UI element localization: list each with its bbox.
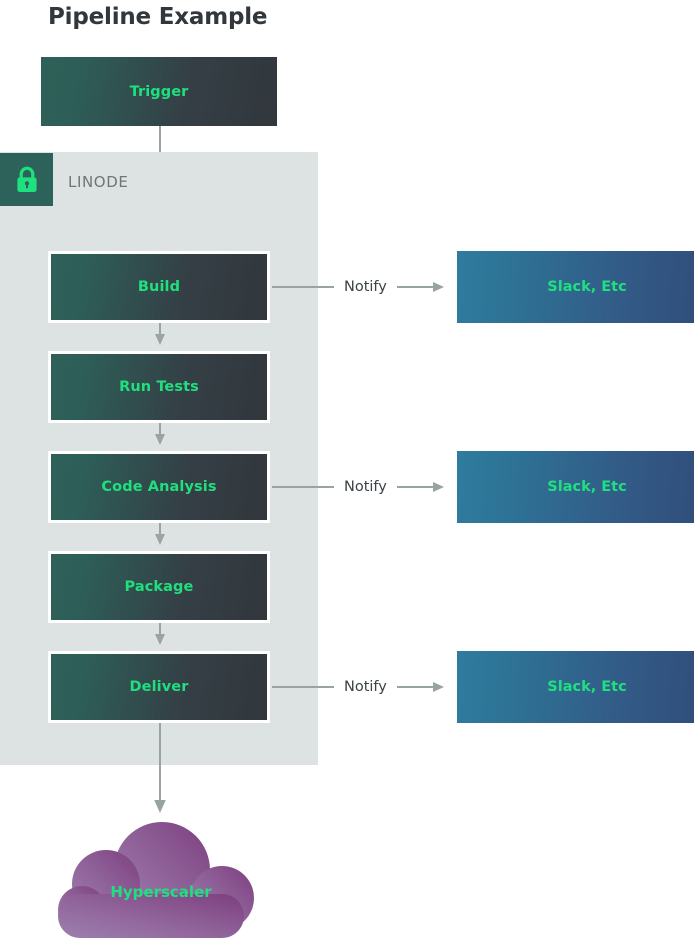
stage-box-deliver[interactable]: Deliver (48, 651, 270, 723)
stage-label-trigger: Trigger (129, 83, 189, 100)
connector-package-to-deliver (152, 623, 168, 647)
notify-target-label-3: Slack, Etc (547, 679, 627, 695)
notify-target-label-2: Slack, Etc (547, 479, 627, 495)
notify-target-box-3[interactable]: Slack, Etc (457, 651, 694, 723)
stage-box-code-analysis[interactable]: Code Analysis (48, 451, 270, 523)
notify-line-segment (272, 686, 334, 688)
lock-icon (0, 153, 53, 206)
stage-box-build[interactable]: Build (48, 251, 270, 323)
notify-line-segment (272, 486, 334, 488)
stage-box-package[interactable]: Package (48, 551, 270, 623)
notify-connector-code-analysis: Notify (272, 476, 445, 498)
notify-edge-label: Notify (344, 679, 387, 695)
stage-box-run-tests[interactable]: Run Tests (48, 351, 270, 423)
stage-label-run-tests: Run Tests (119, 379, 199, 395)
notify-edge-label: Notify (344, 279, 387, 295)
connector-build-to-run-tests (152, 323, 168, 347)
hyperscaler-cloud[interactable]: Hyperscaler (50, 822, 272, 944)
notify-edge-label: Notify (344, 479, 387, 495)
notify-connector-build: Notify (272, 276, 445, 298)
notify-arrow-icon (396, 682, 444, 692)
notify-target-box-1[interactable]: Slack, Etc (457, 251, 694, 323)
notify-line-segment (272, 286, 334, 288)
stage-label-code-analysis: Code Analysis (101, 479, 217, 495)
connector-deliver-to-hyperscaler (152, 723, 168, 815)
notify-arrow-icon (396, 282, 444, 292)
notify-connector-deliver: Notify (272, 676, 445, 698)
stage-label-build: Build (137, 279, 181, 295)
linode-zone-label: LINODE (68, 173, 129, 191)
stage-label-package: Package (124, 579, 194, 595)
notify-target-label-1: Slack, Etc (547, 279, 627, 295)
connector-run-tests-to-code-analysis (152, 423, 168, 447)
notify-target-box-2[interactable]: Slack, Etc (457, 451, 694, 523)
stage-box-trigger[interactable]: Trigger (41, 57, 277, 126)
stage-label-deliver: Deliver (129, 679, 189, 695)
notify-arrow-icon (396, 482, 444, 492)
cloud-icon (58, 822, 254, 938)
page-title: Pipeline Example (48, 4, 268, 30)
connector-code-analysis-to-package (152, 523, 168, 547)
